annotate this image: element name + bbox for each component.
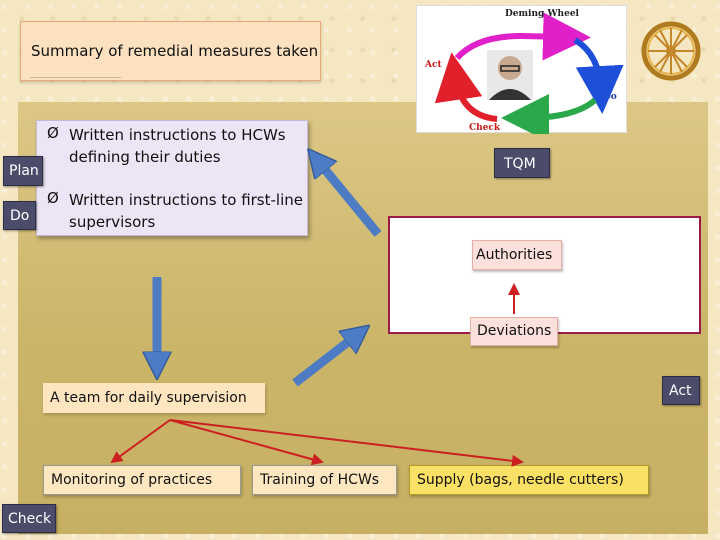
authorities-deviations-box <box>388 216 701 334</box>
monitoring-box: Monitoring of practices <box>43 465 241 495</box>
deming-arc-do-check <box>501 93 598 142</box>
deming-check-label: Check <box>469 123 501 133</box>
supply-box: Supply (bags, needle cutters) <box>409 465 649 495</box>
deming-wheel-image: Deming Wheel Plan Do Check Act <box>416 5 627 142</box>
plan-tag: Plan <box>3 156 43 186</box>
title-underline <box>30 77 121 78</box>
slide-title-box: Summary of remedial measures taken <box>20 21 321 81</box>
act-tag: Act <box>662 376 700 405</box>
tqm-tag: TQM <box>494 148 550 178</box>
wheel-icon <box>641 21 701 81</box>
deming-wheel-svg: Deming Wheel Plan Do Check Act <box>424 9 624 142</box>
training-box: Training of HCWs <box>252 465 397 495</box>
authorities-box: Authorities <box>472 240 562 270</box>
deming-title: Deming Wheel <box>505 9 580 19</box>
bullet-arrow-icon: Ø <box>47 124 59 142</box>
deming-arc-check-act <box>434 52 498 122</box>
deming-arc-plan-do <box>573 37 624 114</box>
bullet-arrow-icon: Ø <box>47 189 59 207</box>
deviations-box: Deviations <box>470 317 558 346</box>
instruction-hcw-duties: Written instructions to HCWs defining th… <box>69 126 286 166</box>
slide-title: Summary of remedial measures taken <box>31 42 319 60</box>
deming-act-label: Act <box>424 60 442 70</box>
instruction-supervisors: Written instructions to first-line super… <box>69 191 303 231</box>
do-tag: Do <box>3 201 36 230</box>
deming-do-label: Do <box>603 92 617 102</box>
check-tag: Check <box>2 504 56 533</box>
instructions-box: Ø Written instructions to HCWs defining … <box>36 120 308 236</box>
team-box: A team for daily supervision <box>43 383 265 413</box>
deming-portrait <box>487 50 533 100</box>
